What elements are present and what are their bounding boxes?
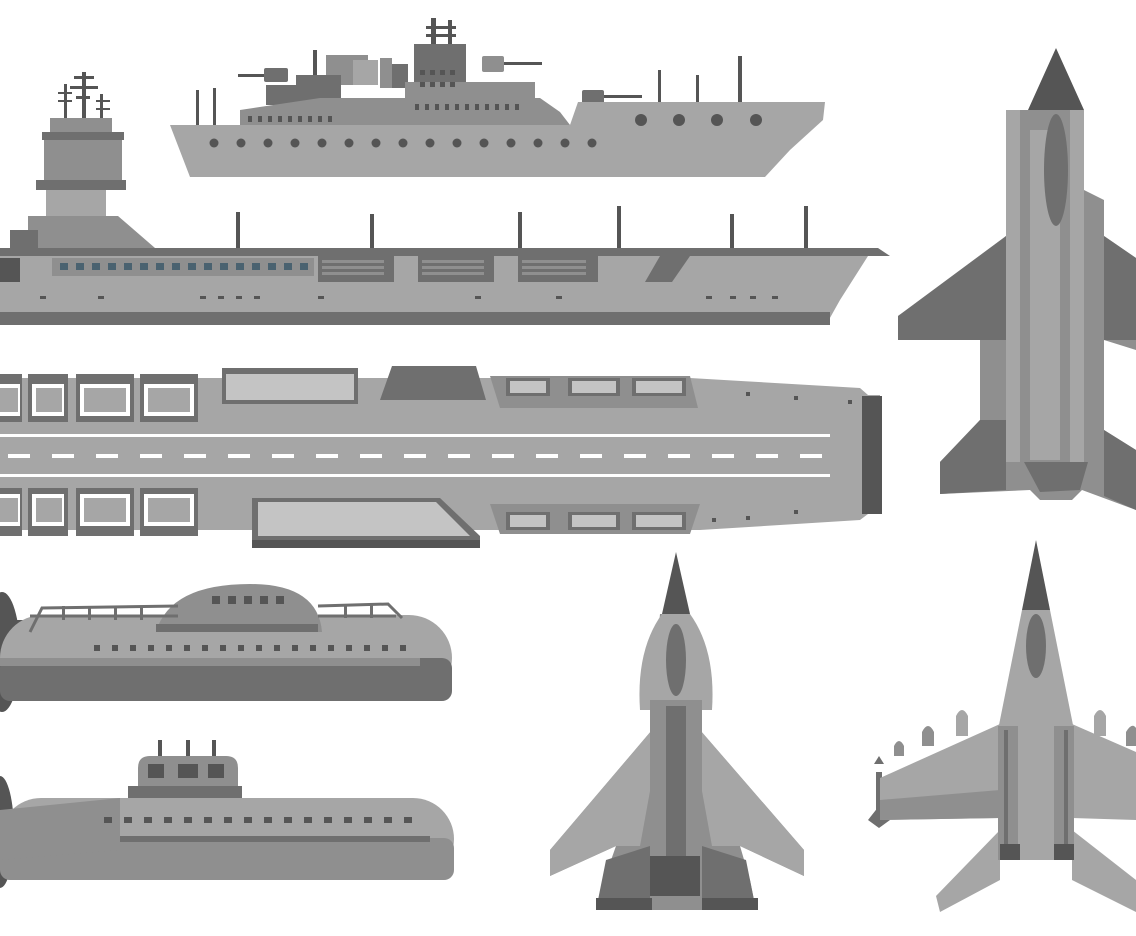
flight-deck-icon [0,366,882,548]
submarine-icon [0,584,452,712]
fighter-jet-icon [898,48,1136,510]
fighter-jet-icon [868,540,1136,912]
fighter-jet-icon [550,552,804,910]
aircraft-carrier-icon [0,72,890,325]
destroyer-icon [170,18,825,177]
submarine-icon [0,740,454,888]
